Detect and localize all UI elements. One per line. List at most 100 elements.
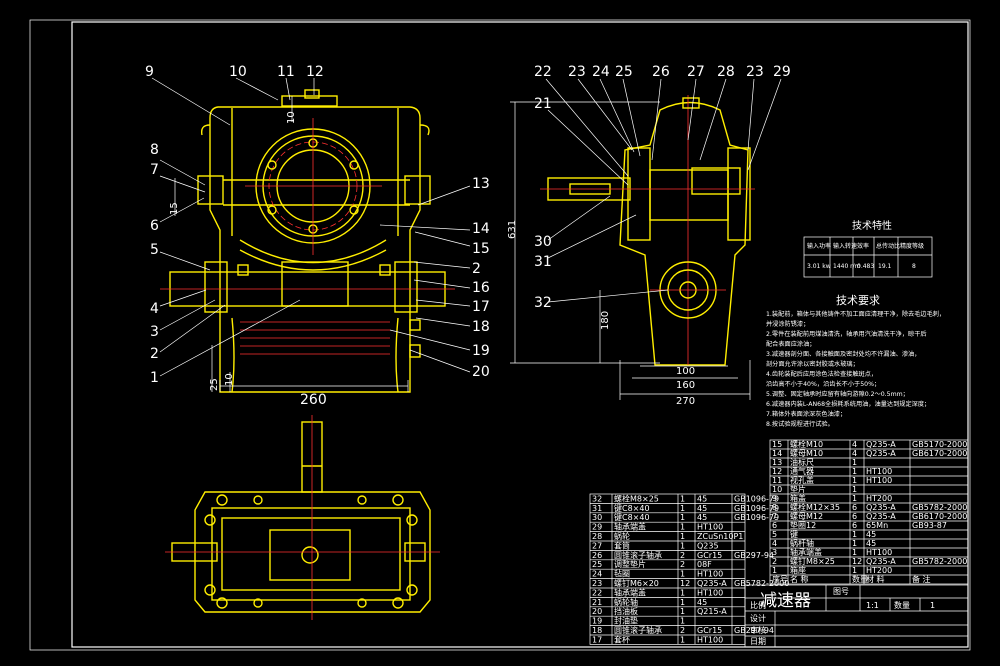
tc-v1: 3.01 kw <box>807 263 831 270</box>
bom-header-cell: 备 注 <box>912 574 931 584</box>
bom-cell-mat: HT100 <box>866 467 892 476</box>
bom-cell-mat: Q215-A <box>697 607 727 616</box>
bom-cell-no: 27 <box>592 541 602 550</box>
req-line-12: 8.按试验规程进行试验。 <box>766 420 834 428</box>
bom-header-cell: 材 料 <box>866 574 885 584</box>
bom-cell-name: 套杯 <box>614 634 630 644</box>
bom-cell-name: 螺栓M10 <box>790 439 823 449</box>
side-view <box>510 78 782 400</box>
bom-cell-no: 17 <box>592 635 602 644</box>
callout-21: 21 <box>534 96 552 112</box>
bom-cell-name: 箱盖 <box>790 493 806 503</box>
bom-cell-qty: 12 <box>852 557 862 566</box>
callout-6: 6 <box>150 218 159 234</box>
bom-cell-qty: 1 <box>852 566 857 575</box>
bom-cell-name: 螺钉M8×25 <box>790 556 835 566</box>
bom-cell-mat: HT100 <box>866 548 892 557</box>
req-line-9: 5.调整、固定轴承时应留有轴向游隙0.2～0.5mm； <box>766 390 909 398</box>
bom-cell-qty: 1 <box>680 504 685 513</box>
callout-14: 14 <box>472 221 490 237</box>
bom-cell-name: 圆锥滚子轴承 <box>614 625 662 635</box>
bom-cell-no: 32 <box>592 494 602 503</box>
req-line-3: 2.零件在装配前用煤油清洗，轴承用汽油清洗干净，晾干后 <box>766 330 927 338</box>
callout-32: 32 <box>534 295 552 311</box>
bom-cell-qty: 6 <box>852 503 857 512</box>
dim-631: 631 <box>507 220 518 239</box>
callout-29: 29 <box>773 64 791 80</box>
bom-cell-name: 毡圈 <box>614 569 630 579</box>
bom-cell-mat: 08F <box>697 560 712 569</box>
dim-260: 260 <box>300 392 327 408</box>
callout-23: 23 <box>568 64 586 80</box>
drawing-title: 减速器 <box>760 591 811 611</box>
bom-cell-mat: 45 <box>866 539 876 548</box>
bom-cell-no: 10 <box>772 485 782 494</box>
tc-h4: 总传动比 <box>876 242 900 250</box>
bom-cell-name: 螺栓M8×25 <box>614 493 659 503</box>
callout-28: 28 <box>717 64 735 80</box>
bom-cell-name: 油标尺 <box>790 457 814 467</box>
bom-cell-no: 15 <box>772 440 782 449</box>
callout-18: 18 <box>472 319 490 335</box>
bom-cell-no: 5 <box>772 530 777 539</box>
bom-cell-qty: 6 <box>852 521 857 530</box>
bom-cell-no: 31 <box>592 504 602 513</box>
inner-frame <box>71 21 969 648</box>
callout-10: 10 <box>229 64 247 80</box>
bom-cell-qty: 4 <box>852 440 857 449</box>
tb-row-2: 审核 <box>750 625 766 635</box>
callout-2: 2 <box>150 346 159 362</box>
side-view-labels: 22 23 24 25 26 27 28 23 29 21 30 31 32 6… <box>507 64 791 407</box>
bom-cell-mat: Q235-A <box>866 449 896 458</box>
callout-22: 22 <box>534 64 552 80</box>
bom-cell-qty: 1 <box>852 494 857 503</box>
bom-cell-qty: 1 <box>852 458 857 467</box>
bom-cell-qty: 1 <box>852 548 857 557</box>
callout-19: 19 <box>472 343 490 359</box>
bom-cell-mat: Q235 <box>697 541 719 550</box>
front-view <box>151 77 471 393</box>
bom-cell-std: GB1096-79 <box>734 513 779 522</box>
bom-cell-name: 螺栓M12×35 <box>790 502 840 512</box>
outer-frame <box>29 19 971 651</box>
bom-cell-name: 螺母M10 <box>790 448 823 458</box>
bom-cell-mat: HT100 <box>866 476 892 485</box>
req-line-5: 3.减速器剖分面、各接触面及密封处均不许漏油、渗油， <box>766 350 920 358</box>
bom-cell-name: 蜗杆轴 <box>790 538 814 548</box>
req-line-7: 4.齿轮装配后应用涂色法检查接触斑点， <box>766 370 877 378</box>
bom-cell-std: GB1096-79 <box>734 494 779 503</box>
bom-cell-qty: 1 <box>680 523 685 532</box>
bom-cell-name: 通气器 <box>790 466 814 476</box>
bom-cell-qty: 1 <box>852 530 857 539</box>
dim-180: 180 <box>600 311 611 330</box>
bom-cell-no: 23 <box>592 579 602 588</box>
bom-cell-std: GB297-94 <box>734 626 774 635</box>
callout-16: 16 <box>472 280 490 296</box>
bom-cell-name: 封油垫 <box>614 616 638 626</box>
bom-cell-no: 28 <box>592 532 602 541</box>
callout-13: 13 <box>472 176 490 192</box>
tech-req-title: 技术要求 <box>836 294 880 307</box>
bom-cell-name: 轴承端盖 <box>614 587 646 597</box>
callout-11: 11 <box>277 64 295 80</box>
callout-2b: 2 <box>472 261 481 277</box>
bom-cell-qty: 1 <box>680 588 685 597</box>
bom-cell-mat: Q235-A <box>866 512 896 521</box>
title-block: 减速器 图号 比例 1:1 数量 1 设计 审核 日期 <box>744 584 969 648</box>
dim-10-bottom: 10 <box>224 373 235 386</box>
